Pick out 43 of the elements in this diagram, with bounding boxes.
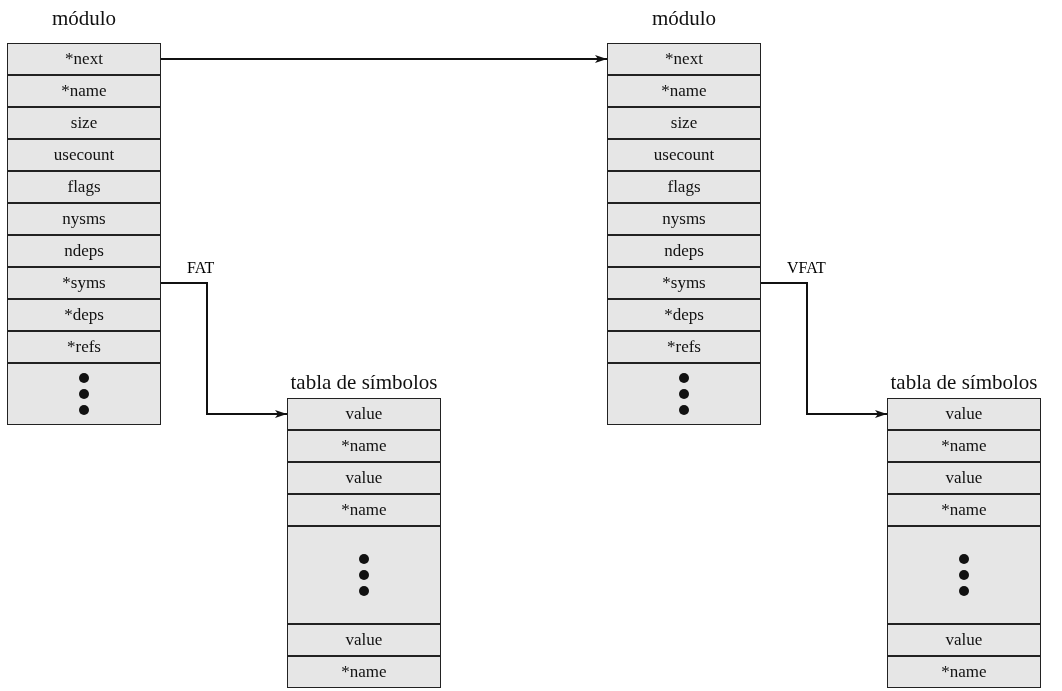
structure-heading: módulo [51, 6, 117, 31]
struct-field: *name [887, 430, 1041, 462]
ellipsis-field [887, 526, 1041, 624]
pointer-arrow [760, 282, 888, 418]
ellipsis-field [287, 526, 441, 624]
struct-field: *next [7, 43, 161, 75]
struct-field: *next [607, 43, 761, 75]
struct-field: *name [287, 494, 441, 526]
struct-field: *syms [7, 267, 161, 299]
struct-field: *refs [607, 331, 761, 363]
ellipsis-field [7, 363, 161, 425]
structure-heading: tabla de símbolos [890, 370, 1038, 395]
struct-field: ndeps [607, 235, 761, 267]
struct-field: *name [887, 494, 1041, 526]
struct-field: *name [287, 656, 441, 688]
ellipsis-field [607, 363, 761, 425]
struct-field: *name [287, 430, 441, 462]
struct-field: value [287, 398, 441, 430]
struct-field: *name [607, 75, 761, 107]
struct-field: *name [887, 656, 1041, 688]
struct-field: ndeps [7, 235, 161, 267]
struct-field: value [887, 462, 1041, 494]
struct-field: *name [7, 75, 161, 107]
struct-field: value [887, 624, 1041, 656]
structure-heading: tabla de símbolos [290, 370, 438, 395]
struct-field: nysms [7, 203, 161, 235]
struct-field: flags [607, 171, 761, 203]
struct-field: value [887, 398, 1041, 430]
struct-field: usecount [607, 139, 761, 171]
struct-field: *syms [607, 267, 761, 299]
struct-field: size [607, 107, 761, 139]
struct-field: value [287, 624, 441, 656]
pointer-arrow [160, 55, 608, 63]
struct-field: usecount [7, 139, 161, 171]
struct-field: *deps [7, 299, 161, 331]
struct-field: size [7, 107, 161, 139]
struct-field: *deps [607, 299, 761, 331]
pointer-arrow [160, 282, 288, 418]
structure-heading: módulo [651, 6, 717, 31]
struct-field: *refs [7, 331, 161, 363]
struct-field: value [287, 462, 441, 494]
struct-field: nysms [607, 203, 761, 235]
struct-field: flags [7, 171, 161, 203]
